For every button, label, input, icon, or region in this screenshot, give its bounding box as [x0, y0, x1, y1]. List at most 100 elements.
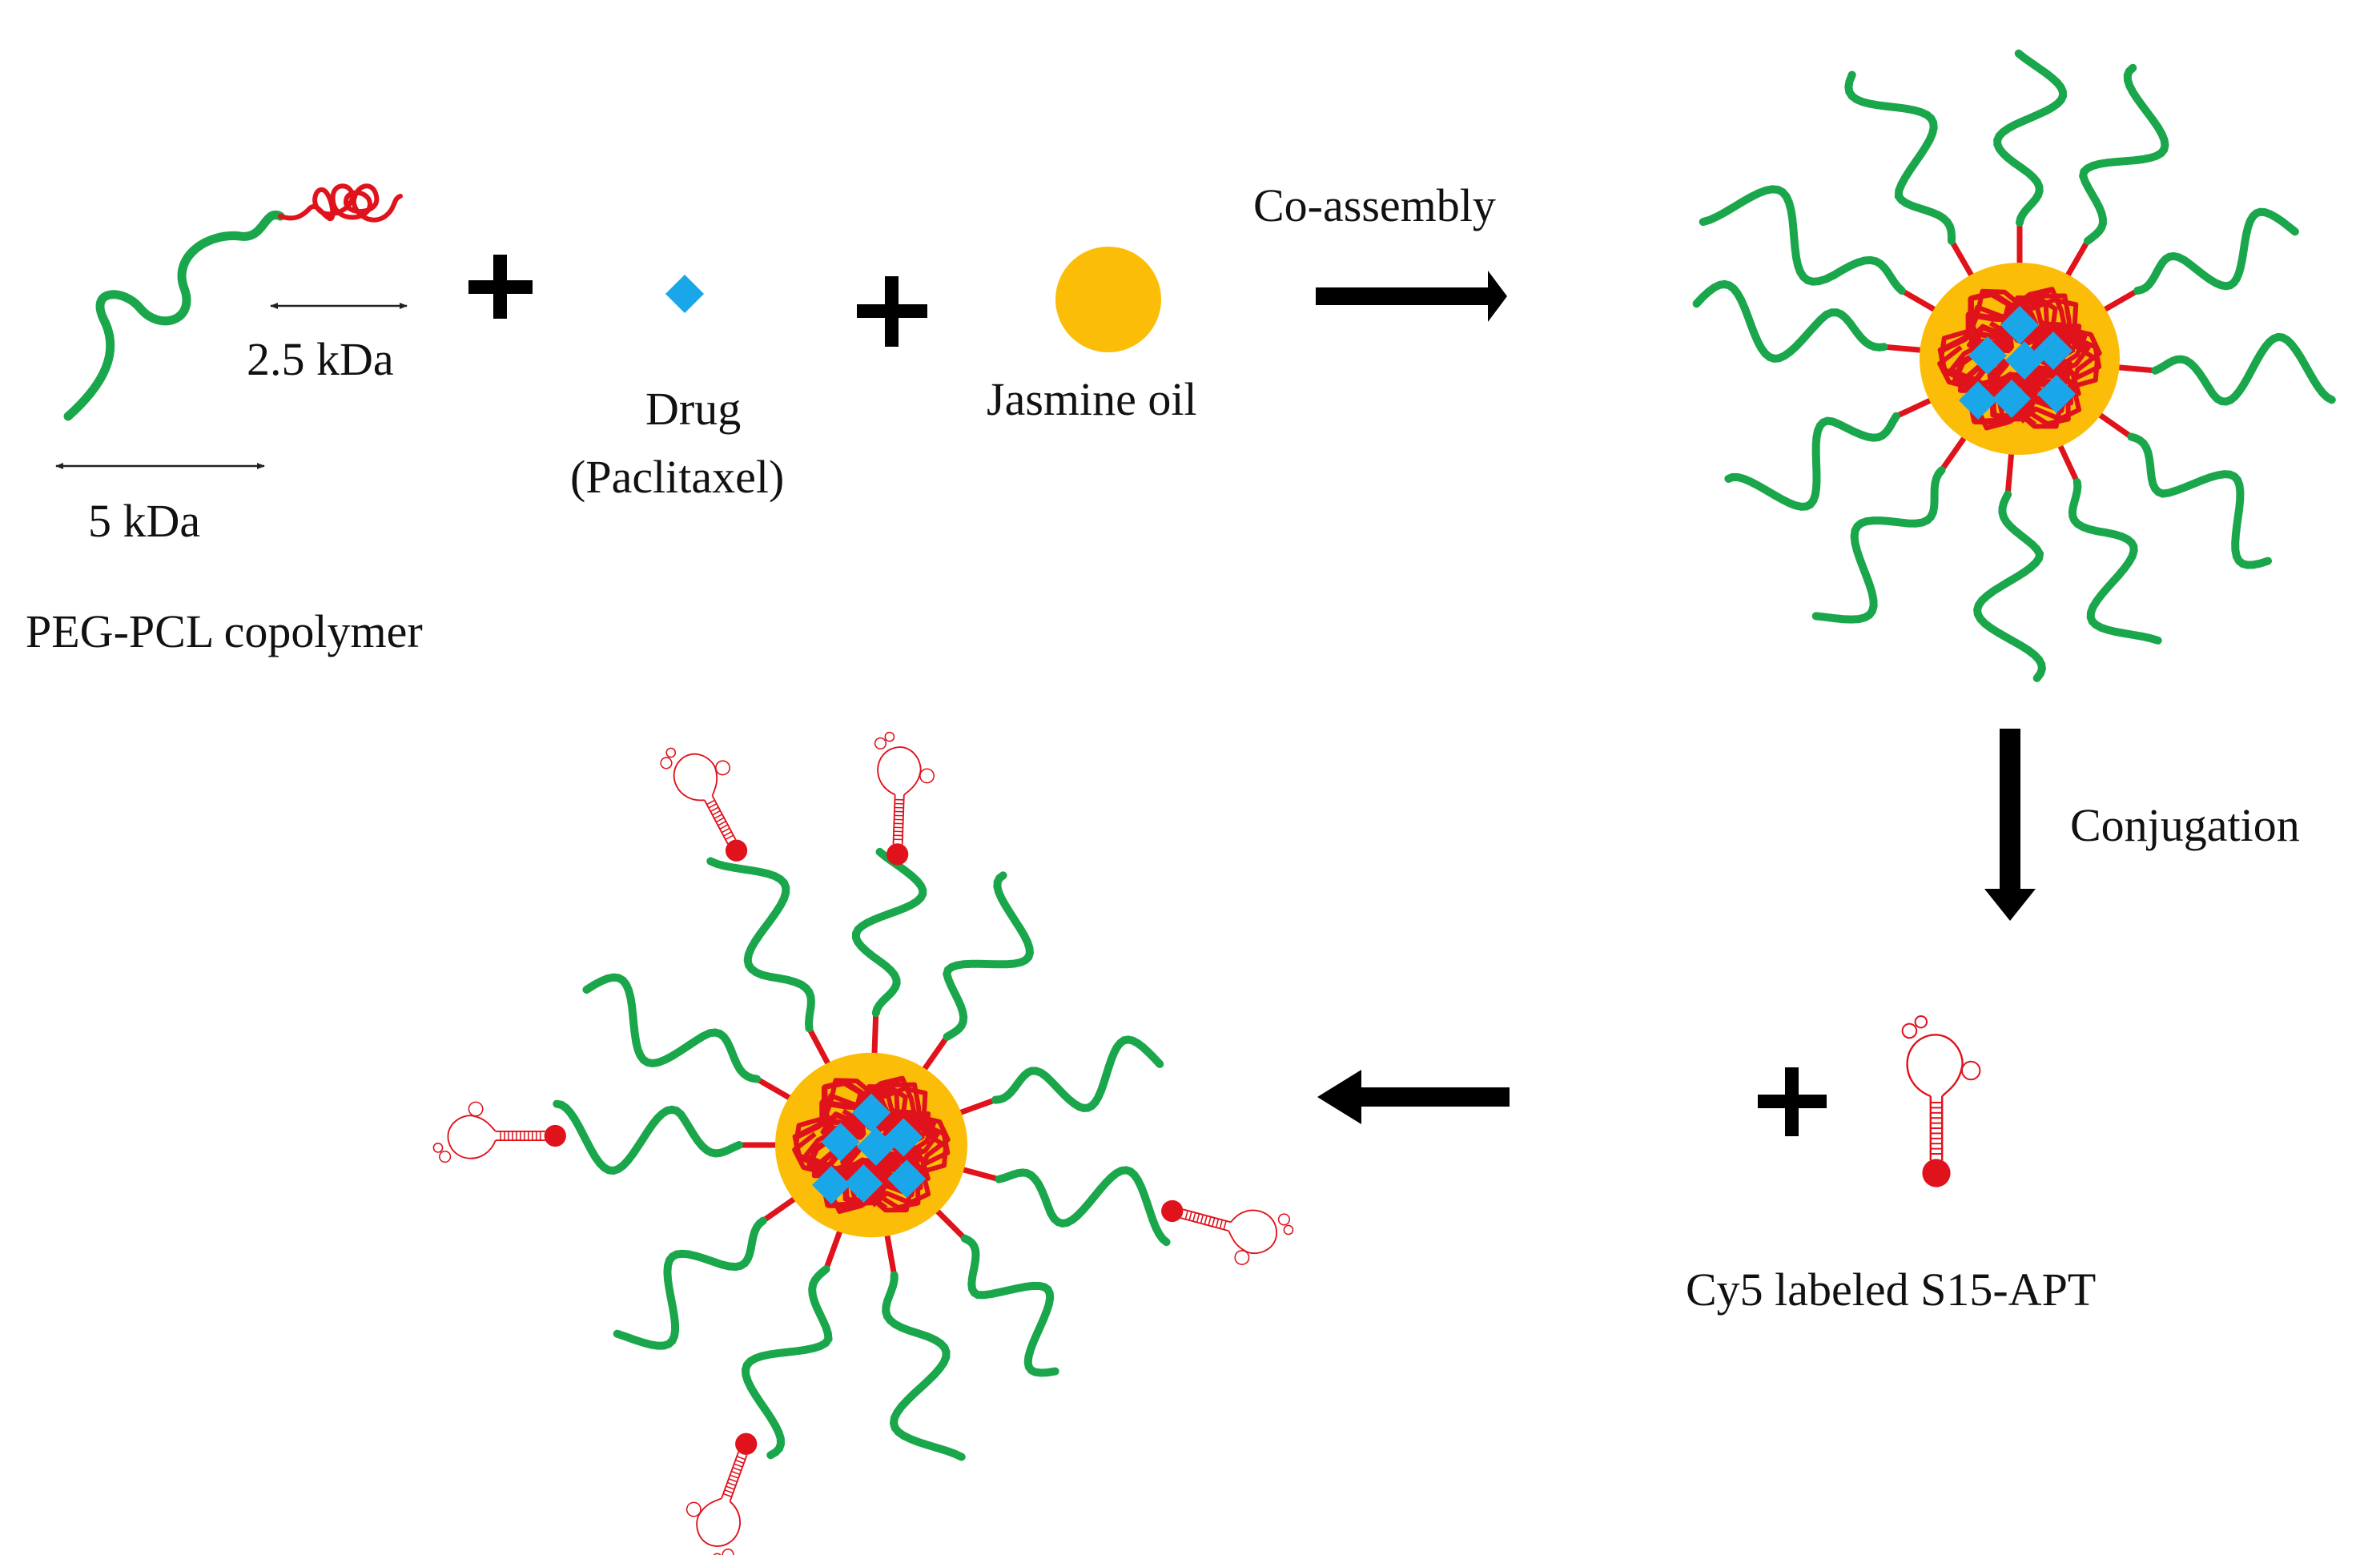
base-pair	[721, 827, 730, 834]
peg-chain	[2068, 478, 2162, 645]
base-pair	[1223, 1220, 1227, 1230]
pcl-coil	[792, 1076, 948, 1213]
down-arrow-icon	[1984, 729, 2036, 921]
aptamer-strand	[685, 1432, 758, 1555]
left-arrow-icon	[1317, 1070, 1510, 1124]
base-pair	[725, 834, 734, 841]
base-pair	[731, 1470, 741, 1476]
base-pair	[714, 814, 723, 819]
base-pair	[1192, 1212, 1196, 1222]
peg-chain	[1844, 70, 1956, 245]
base-pair	[712, 810, 721, 816]
peg-chain	[553, 1099, 743, 1175]
base-pair	[718, 820, 726, 826]
pcl-coil	[1937, 287, 2100, 429]
aptamer-hairpin	[884, 731, 895, 742]
peg-chain	[741, 1265, 833, 1460]
conjugation-label: Conjugation	[2070, 799, 2300, 851]
pcl-mass-label: 2.5 kDa	[247, 333, 394, 385]
drug-diamond-icon	[1992, 379, 2032, 419]
pcl-anchor	[920, 1034, 951, 1074]
aptamer-label: Cy5 labeled S15-APT	[1686, 1264, 2096, 1316]
drug-diamond-icon	[2004, 340, 2044, 380]
aptamer-hairpin	[1277, 1213, 1291, 1226]
aptamer-hairpin	[712, 1553, 723, 1555]
base-pair	[735, 1459, 745, 1465]
aptamer-hairpin	[1283, 1224, 1294, 1236]
aptamer-loop	[877, 746, 922, 796]
aptamer-loop	[696, 1497, 741, 1547]
pcl-anchor	[2004, 451, 2015, 497]
pcl-anchor	[2056, 442, 2080, 485]
peg-chain	[63, 210, 285, 421]
peg-chain	[1993, 49, 2068, 227]
pcl-anchor	[1938, 433, 1968, 473]
drug-label: Drug	[645, 383, 741, 435]
peg-chain	[1972, 490, 2046, 682]
aptamer-bulge	[1961, 1060, 1981, 1081]
peg-chain	[995, 1166, 1171, 1247]
micelle-icon	[1692, 49, 2336, 682]
peg-chain	[2127, 432, 2272, 569]
drug-diamond-icon	[665, 274, 705, 314]
base-pair	[1219, 1219, 1224, 1229]
peg-chain	[851, 847, 927, 1018]
base-pair	[726, 1485, 735, 1490]
peg-chain	[943, 871, 1034, 1041]
pcl-anchor	[2094, 410, 2134, 440]
peg-chain	[2133, 207, 2299, 295]
base-pair	[724, 1489, 734, 1494]
peg-chain	[2079, 63, 2169, 245]
drug-diamond-icon	[1968, 336, 2008, 376]
drug-diamond-icon	[1958, 380, 1998, 420]
pcl-anchor	[1893, 396, 1936, 420]
aptamer-hairpin	[660, 757, 673, 769]
plus-icon	[468, 255, 533, 319]
base-pair	[1184, 1210, 1188, 1219]
base-pair	[1188, 1211, 1192, 1221]
aptamer-bulge	[715, 760, 731, 776]
base-pair	[1200, 1214, 1204, 1224]
cy5-dye	[1922, 1159, 1951, 1187]
oil-droplet-icon	[1055, 247, 1161, 352]
peg-chain	[1724, 412, 1900, 511]
pcl-anchor	[806, 1025, 831, 1067]
pcl-anchor	[884, 1232, 898, 1278]
peg-mass-label: 5 kDa	[88, 495, 200, 547]
aptamer-hairpin	[439, 1150, 452, 1163]
aptamer-bulge	[685, 1501, 702, 1517]
pcl-anchor	[954, 1097, 999, 1117]
drug-diamond-icon	[812, 1165, 851, 1204]
pcl-anchor	[871, 1010, 879, 1057]
base-pair	[706, 799, 715, 806]
aptamer-hairpin	[432, 1143, 444, 1153]
base-pair	[723, 831, 732, 837]
pcl-anchor	[933, 1207, 968, 1242]
base-pair	[708, 803, 718, 809]
drug-diamond-icon	[2036, 374, 2076, 414]
peg-chain	[882, 1271, 966, 1461]
plus-icon	[1758, 1067, 1827, 1136]
base-pair	[732, 1467, 742, 1472]
aptamer-micelle-icon	[432, 731, 1294, 1555]
pcl-anchor	[1948, 238, 1975, 279]
aptamer-strand	[1901, 1015, 1981, 1187]
aptamer-hairpin	[874, 737, 887, 750]
peg-chain	[1699, 185, 1906, 295]
stem-strand	[892, 794, 896, 845]
base-pair	[1215, 1218, 1220, 1228]
aptamer-loop	[1228, 1209, 1278, 1255]
aptamer-hairpin	[1901, 1023, 1918, 1039]
base-pair	[734, 1463, 743, 1468]
base-pair	[1196, 1213, 1200, 1223]
base-pair	[730, 1474, 739, 1479]
aptamer-bulge	[468, 1101, 484, 1117]
stem-strand	[721, 1451, 740, 1499]
cy5-dye	[1161, 1199, 1184, 1223]
base-pair	[710, 806, 719, 813]
coassembly-label: Co-assembly	[1253, 179, 1496, 231]
aptamer-strand	[1161, 1199, 1294, 1265]
peg-chain	[1811, 466, 1946, 624]
cy5-dye	[886, 843, 909, 866]
base-pair	[726, 1481, 736, 1487]
